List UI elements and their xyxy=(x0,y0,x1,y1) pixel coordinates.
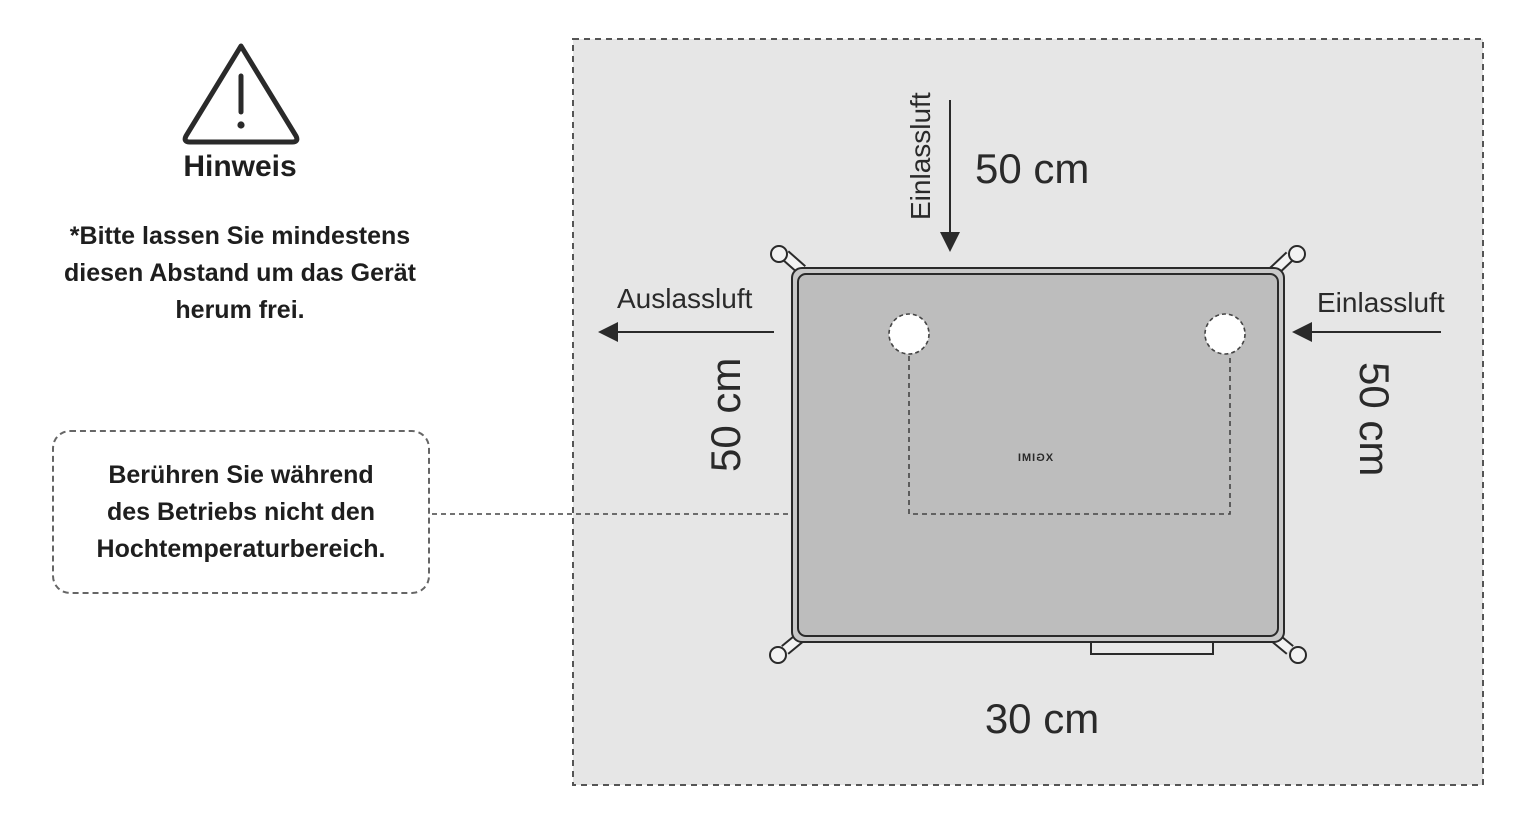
left-flow-label: Auslassluft xyxy=(617,283,753,314)
device-bottom-tab xyxy=(1090,641,1214,655)
right-distance-label: 50 cm xyxy=(1351,362,1398,476)
top-arrow-head xyxy=(940,232,960,252)
notice-text: *Bitte lassen Sie mindestens diesen Abst… xyxy=(64,222,416,324)
left-distance-label: 50 cm xyxy=(702,358,749,472)
notice-title: Hinweis xyxy=(183,150,297,183)
top-distance-label: 50 cm xyxy=(975,145,1089,192)
bottom-distance-label: 30 cm xyxy=(985,695,1099,742)
right-arrow-head xyxy=(1292,322,1312,342)
vent-right xyxy=(1204,313,1246,355)
left-arrow-head xyxy=(598,322,618,342)
device-logo: XGIMI xyxy=(1017,452,1053,464)
right-flow-label: Einlassluft xyxy=(1317,287,1445,318)
warning-triangle-icon xyxy=(182,43,300,145)
hot-zone-outline xyxy=(908,356,1231,515)
device-body xyxy=(797,273,1279,637)
top-flow-label: Einlassluft xyxy=(905,92,936,220)
hot-zone-note: Berühren Sie während des Betriebs nicht … xyxy=(52,430,430,594)
vent-left xyxy=(888,313,930,355)
